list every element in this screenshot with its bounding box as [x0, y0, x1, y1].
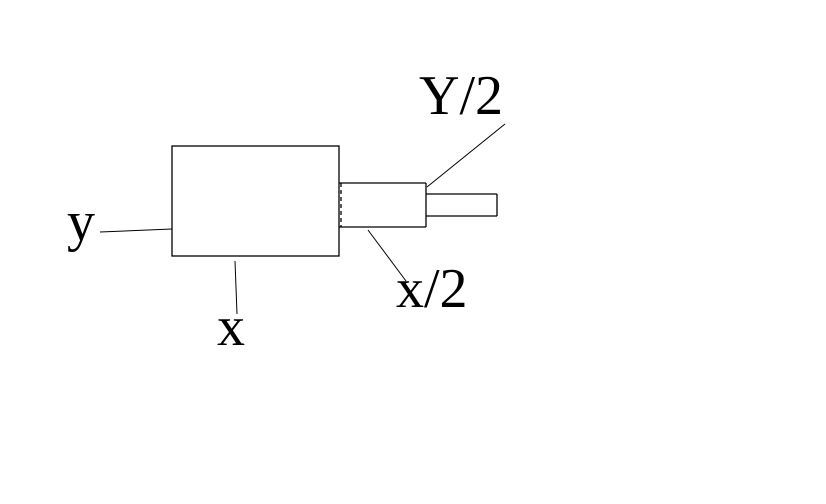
- leader-line-Y2: [426, 123, 506, 188]
- leader-line-x: [234, 260, 238, 315]
- label-y: y: [67, 191, 95, 253]
- label-x-over-2: x/2: [396, 258, 468, 320]
- protrusion: [426, 193, 498, 217]
- leader-line-x2: [367, 229, 407, 282]
- leader-line-y: [99, 228, 173, 233]
- label-x: x: [217, 296, 245, 358]
- small-rectangle: [339, 182, 427, 228]
- label-Y-over-2: Y/2: [419, 65, 503, 127]
- large-rectangle: [171, 145, 340, 257]
